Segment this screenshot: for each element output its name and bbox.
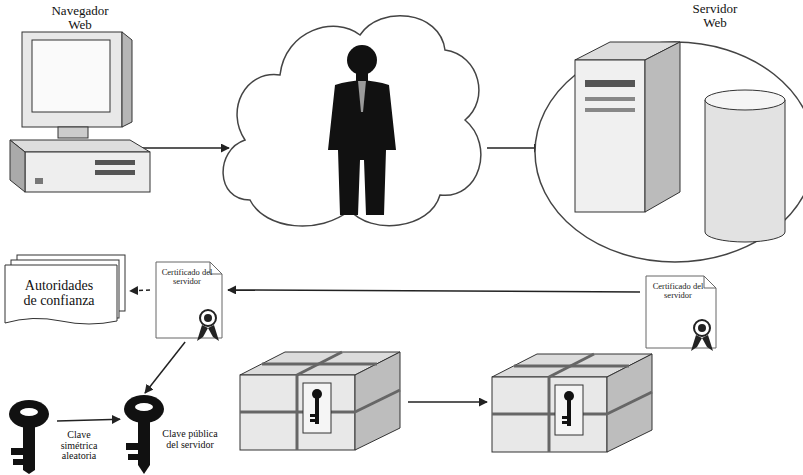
package-front — [240, 375, 355, 450]
tower-slot — [585, 80, 635, 87]
key-shape — [5, 398, 57, 475]
encrypted-package — [240, 352, 400, 450]
monitor-neck — [58, 127, 88, 138]
package-strap — [240, 411, 355, 414]
seal-ribbon — [208, 325, 219, 341]
package-strap — [355, 390, 400, 412]
lock-panel — [303, 383, 331, 433]
node-label: Clave pública del servidor — [160, 429, 220, 450]
lock-key-tooth — [310, 414, 315, 417]
monitor-side — [122, 32, 132, 127]
tower-side — [645, 42, 680, 212]
seal — [200, 310, 216, 326]
monitor-screen — [32, 40, 110, 112]
certificate: Certificado del servidor — [640, 272, 722, 352]
connector-arrow — [145, 342, 185, 393]
package-strap — [262, 363, 377, 366]
connector-arrow — [130, 290, 150, 291]
certificate: Certificado del servidor — [150, 258, 228, 342]
flow-arrow — [140, 147, 229, 149]
flow-arrow — [408, 401, 487, 403]
cpu-front — [25, 152, 150, 192]
drive-slot — [95, 160, 135, 165]
node-label: Autoridades de confianza — [17, 279, 101, 308]
node-label: Certificado del servidor — [160, 268, 214, 286]
seal-center — [698, 324, 706, 332]
tower-slot — [585, 108, 635, 112]
cpu-top — [10, 140, 150, 152]
intruder-figure — [328, 45, 396, 215]
connector-arrow — [228, 290, 640, 292]
key-tip — [138, 465, 150, 474]
key-tooth — [13, 459, 25, 465]
figure-body — [328, 81, 396, 216]
key-hole — [20, 408, 38, 416]
public-key: Clave pública del servidor — [120, 393, 170, 475]
flow-arrow — [487, 147, 542, 149]
node-label: Clave simétrica aleatoria — [51, 430, 107, 462]
monitor-case — [22, 32, 122, 127]
database-top — [705, 90, 785, 110]
encrypted-package — [492, 354, 652, 452]
web-browser: Navegador Web — [0, 0, 160, 205]
lock-key-bow — [312, 389, 322, 399]
internet-cloud — [223, 16, 481, 226]
drive-slot — [95, 170, 135, 175]
node-label: Certificado del servidor — [650, 282, 706, 300]
seal-center — [204, 314, 212, 322]
seal-ribbon — [197, 325, 208, 341]
trusted-authorities: Autoridades de confianza — [5, 255, 130, 327]
key-tip — [23, 470, 35, 474]
certificate-fold — [704, 276, 716, 288]
package-side — [355, 352, 400, 450]
key-bow — [9, 400, 49, 428]
lock-key-shaft — [315, 398, 319, 424]
database-body — [705, 100, 785, 242]
seal — [694, 320, 710, 336]
document-sheet — [5, 265, 117, 324]
server-shape — [530, 0, 803, 265]
key-tooth — [11, 448, 25, 455]
node-label: Servidor Web — [685, 2, 745, 29]
cpu-side — [10, 140, 25, 192]
power-button — [35, 178, 43, 184]
web-server: Servidor Web — [530, 0, 803, 265]
server-zone — [535, 42, 803, 262]
seal-ribbon — [691, 335, 702, 351]
key-tooth — [126, 443, 140, 450]
lock-key-tooth — [310, 419, 315, 422]
tower-front — [575, 60, 645, 212]
tower-slot — [585, 97, 635, 101]
node-label: Navegador Web — [45, 4, 115, 31]
connector-arrow — [57, 419, 120, 421]
seal-ribbon — [702, 335, 713, 351]
key-tooth — [128, 454, 140, 460]
symmetric-key: Clave simétrica aleatoria — [5, 398, 57, 475]
figure-head — [347, 45, 377, 75]
key-hole — [135, 403, 153, 411]
key-bow — [124, 395, 164, 423]
figure-tie — [358, 81, 366, 112]
